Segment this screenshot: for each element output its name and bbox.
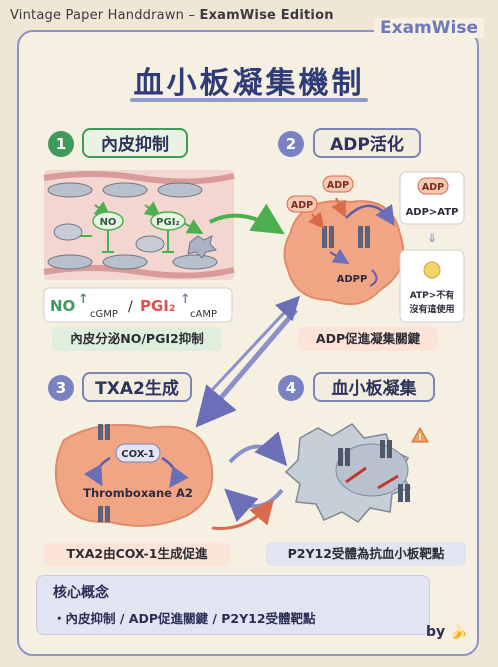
cycle-arrow-top: [228, 431, 288, 467]
endothelium-panel: [43, 170, 235, 280]
step-2-badge: 2: [278, 131, 304, 157]
core-concept-box: 核心概念 ・內皮抑制 / ADP促進關鍵 / P2Y12受體靶點: [36, 575, 430, 635]
cox1-bubble: [115, 443, 161, 463]
section-4-header: 血小板凝集: [313, 372, 435, 402]
legend-cgmp: cGMP: [90, 309, 118, 320]
no-bubble: [92, 211, 124, 231]
legend-no: NO: [50, 297, 75, 315]
page-title: 血小板凝集機制: [133, 66, 365, 101]
down-arrow-icon: ⇓: [427, 231, 437, 245]
lightbulb-icon: [423, 261, 441, 279]
platelet-aggregate: !: [284, 423, 429, 523]
adp-bubble-3: [417, 177, 449, 195]
byline: by 🍌: [426, 624, 468, 640]
section-2-header: ADP活化: [313, 128, 421, 158]
caption-4: P2Y12受體為抗血小板靶點: [266, 542, 466, 566]
edition-line: Vintage Paper Handdrawn – ExamWise Editi…: [10, 8, 334, 23]
diagonal-arrow-3-2: [210, 295, 301, 392]
brand-label: ExamWise: [374, 18, 484, 38]
step-3-badge: 3: [48, 375, 74, 401]
edition-prefix: Vintage Paper Handdrawn –: [10, 8, 200, 23]
adpp-label: ADPP: [337, 274, 368, 285]
caption-3: TXA2由COX-1生成促進: [44, 542, 230, 566]
pgi2-label: PGI₂: [156, 217, 180, 228]
no-label: NO: [100, 217, 117, 228]
flow-arrow-1-2: [209, 203, 285, 235]
txa2-platelet: [54, 423, 214, 527]
section-3-header: TXA2生成: [82, 372, 192, 402]
red-flow-arrow: [211, 499, 274, 530]
activated-platelet: [283, 197, 405, 306]
section-1-header: 內皮抑制: [82, 128, 188, 158]
pgi2-bubble: [150, 211, 186, 231]
cox1-label: COX-1: [121, 449, 155, 460]
legend-up-arrow-2-icon: ↑: [180, 292, 191, 307]
atp-note: [399, 249, 465, 323]
legend-camp: cAMP: [190, 309, 217, 320]
inhibition-legend: [43, 287, 233, 323]
thromboxane-label: Thromboxane A2: [83, 486, 193, 500]
legend-separator: /: [128, 299, 133, 315]
diagonal-arrow-2-3: [195, 308, 298, 428]
adp-label-3: ADP: [422, 182, 444, 193]
edition-brand: ExamWise Edition: [199, 8, 334, 23]
core-concept-body: ・內皮抑制 / ADP促進關鍵 / P2Y12受體靶點: [53, 611, 316, 626]
title-underline: [130, 98, 368, 102]
step-1-badge: 1: [48, 131, 74, 157]
adp-bubble-1: [286, 195, 318, 213]
legend-up-arrow-icon: ↑: [78, 292, 89, 307]
step-4-badge: 4: [278, 375, 304, 401]
adp-bubble-2: [322, 175, 354, 193]
adp-atp-label: ADP>ATP: [406, 207, 459, 218]
caption-1: 內皮分泌NO/PGI2抑制: [52, 327, 222, 351]
adp-label-2: ADP: [327, 180, 349, 191]
legend-pgi2: PGI₂: [140, 297, 175, 315]
core-concept-title: 核心概念: [53, 585, 109, 601]
adp-label-1: ADP: [291, 200, 313, 211]
atp-note-line1: ATP>不有: [410, 289, 455, 301]
cycle-arrow-bottom: [224, 488, 284, 523]
svg-text:!: !: [418, 433, 422, 443]
atp-note-line2: 沒有這使用: [409, 303, 454, 315]
caption-2: ADP促進凝集關鍵: [298, 327, 438, 351]
